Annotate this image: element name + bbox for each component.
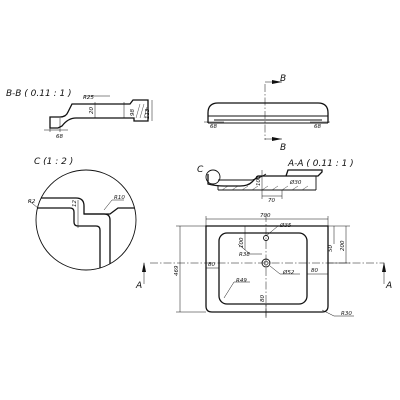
plan-width-700: 700 [260,213,271,219]
plan-r49: R49 [236,278,247,284]
plan-view: 700 Ø35 100 R38 80 Ø52 80 R49 80 469 [135,213,392,318]
front-view-68-left: 68 [210,124,217,130]
detail-marker-c: C [197,165,204,175]
detail-c-view: C (1 : 2 ) R2 12 R10 [27,157,137,271]
plan-d52: Ø52 [282,269,295,276]
section-bb-98: 98 [130,109,136,116]
section-bb-profile [49,99,149,129]
detail-c-r2: R2 [28,199,36,205]
section-bb-hatch [135,103,148,119]
cut-label-b-bottom: B [280,143,286,153]
section-bb-113: 113 [145,108,151,119]
plan-200: 200 [340,240,346,251]
plan-80-right: 80 [311,268,318,274]
plan-outer-outline [205,225,329,313]
plan-80-left: 80 [208,262,215,268]
section-bb-20: 20 [89,107,95,114]
section-aa-70: 70 [268,198,275,204]
section-bb-view: B-B ( 0.11 : 1 ) R25 20 98 113 68 [6,89,153,140]
detail-c-profile-wall [84,213,111,270]
cut-label-a-left: A [135,281,142,291]
plan-d35: Ø35 [279,222,292,229]
section-bb-r25: R25 [83,95,94,101]
cut-label-b-top: B [280,74,286,84]
plan-50: 50 [328,245,334,252]
detail-c-r10: R10 [114,195,125,201]
cut-label-a-right: A [385,281,392,291]
cut-arrow-a-left [142,262,146,272]
section-aa-100: 100 [256,175,262,186]
plan-inner-bowl [218,232,308,305]
section-aa-d30: Ø30 [289,179,302,186]
detail-c-circle [35,169,137,271]
section-aa-profile-inner [218,173,267,181]
front-view-outline [207,102,329,123]
cut-arrow-a-right [382,262,386,272]
detail-marker-circle [205,169,221,185]
plan-100: 100 [239,237,245,248]
plan-80-bottom: 80 [260,295,266,302]
section-aa-profile [207,169,323,187]
plan-r38: R38 [239,252,250,258]
front-view-68-right: 68 [314,124,321,130]
detail-c-title: C (1 : 2 ) [34,157,73,167]
section-aa-hatch [221,185,309,191]
section-bb-68: 68 [56,134,63,140]
section-aa-title: A-A ( 0.11 : 1 ) [287,159,354,169]
plan-r30: R30 [341,311,352,317]
front-view: B B 68 68 [204,74,330,153]
detail-c-12: 12 [72,200,78,207]
plan-height-469: 469 [174,265,180,276]
section-bb-title: B-B ( 0.11 : 1 ) [6,89,72,99]
section-aa-view: C A-A ( 0.11 : 1 ) 100 Ø30 70 [197,159,354,204]
detail-c-profile-inner [36,207,101,270]
